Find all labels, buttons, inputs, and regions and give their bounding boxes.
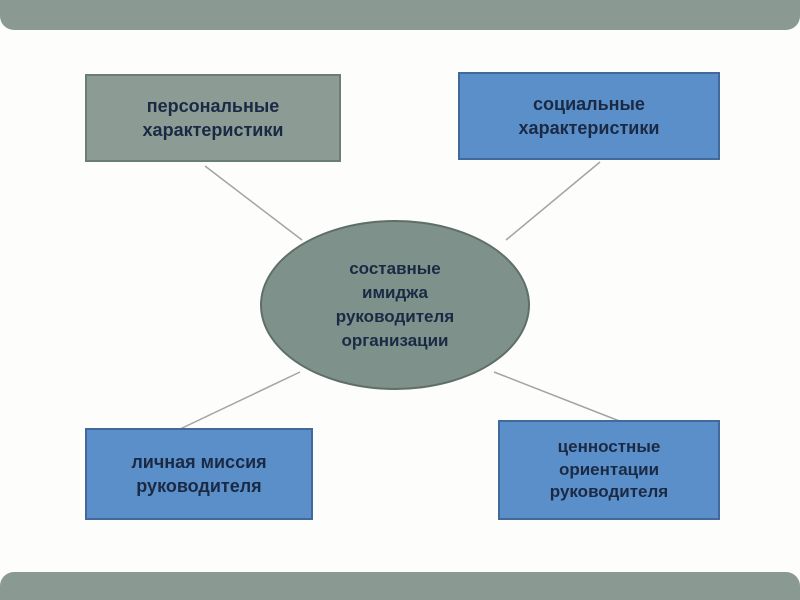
connector-values <box>493 371 623 423</box>
diagram-node-value-orientations: ценностные ориентации руководителя <box>498 420 720 520</box>
connector-social <box>505 161 601 241</box>
diagram-center-ellipse: составные имиджа руководителя организаци… <box>260 220 530 390</box>
bottom-accent-bar <box>0 572 800 600</box>
connector-personal <box>204 165 303 241</box>
connector-mission <box>177 371 301 431</box>
diagram-node-social-characteristics: социальные характеристики <box>458 72 720 160</box>
diagram-node-personal-characteristics: персональные характеристики <box>85 74 341 162</box>
diagram-node-personal-mission: личная миссия руководителя <box>85 428 313 520</box>
top-accent-bar <box>0 0 800 30</box>
